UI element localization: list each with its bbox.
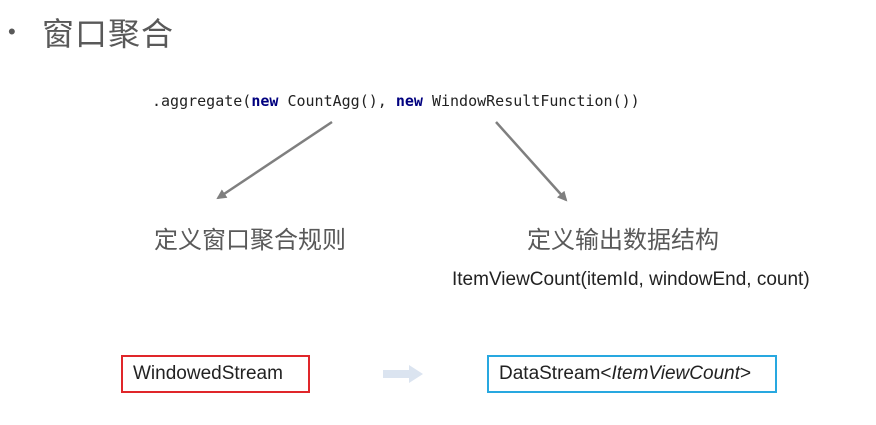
arrow-to-output-structure [495,121,568,202]
aggregate-rule-label: 定义窗口聚合规则 [154,226,346,254]
code-keyword-new-1: new [251,92,279,110]
data-stream-prefix: DataStream< [499,363,612,384]
data-stream-suffix: > [739,363,752,384]
data-stream-type: ItemViewCount [611,363,740,384]
flow-arrow-icon [383,365,423,383]
windowed-stream-box: WindowedStream [121,355,310,393]
data-stream-box: DataStream<ItemViewCount> [487,355,777,393]
slide-title-row: • 窗口聚合 [8,10,174,54]
windowed-stream-label: WindowedStream [133,363,283,384]
bullet-icon: • [8,19,16,44]
code-prefix: .aggregate( [152,92,252,110]
arrow-to-aggregate-rule [216,120,333,200]
code-suffix: WindowResultFunction()) [422,92,640,110]
slide-title: 窗口聚合 [42,15,175,53]
item-view-count-signature: ItemViewCount(itemId, windowEnd, count) [452,269,810,290]
output-structure-label: 定义输出数据结构 [527,226,719,254]
code-keyword-new-2: new [395,92,423,110]
code-mid: CountAgg(), [278,92,396,110]
code-snippet: .aggregate(new CountAgg(), new WindowRes… [152,92,640,110]
